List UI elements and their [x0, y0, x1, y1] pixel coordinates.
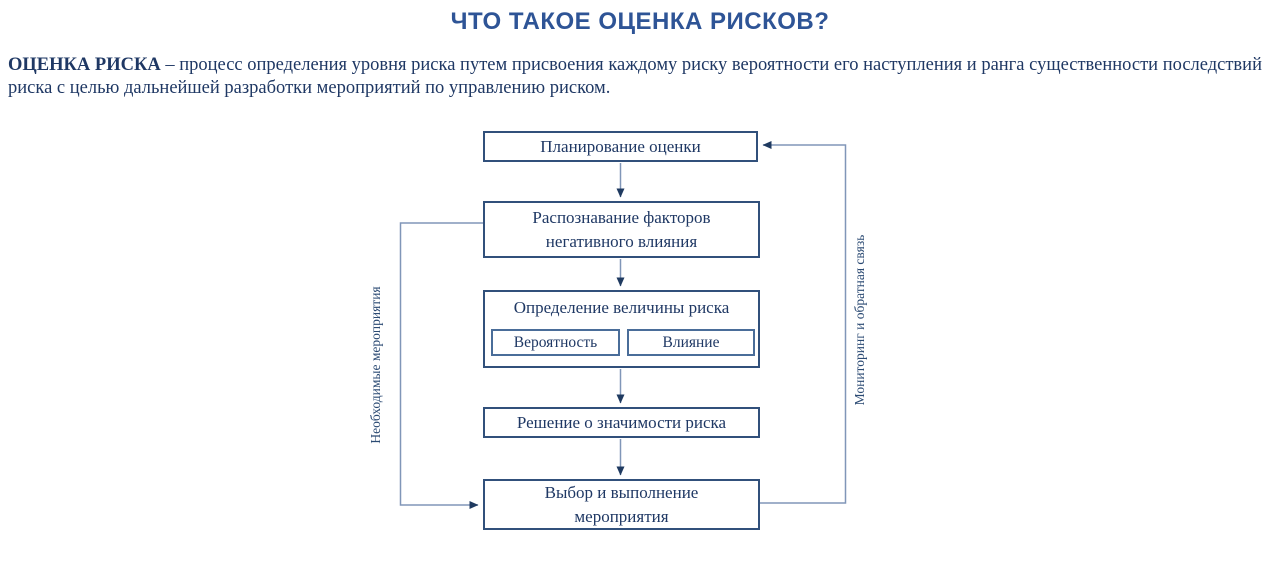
flow-subbox-probability: Вероятность: [491, 329, 620, 356]
page-title: ЧТО ТАКОЕ ОЦЕНКА РИСКОВ?: [450, 8, 830, 35]
flow-subbox-label: Вероятность: [513, 333, 598, 351]
flow-box-label: Планирование оценки: [540, 136, 701, 156]
definition-text: – процесс определения уровня риска путем…: [8, 55, 1262, 98]
left-loop-line: [399, 222, 483, 509]
right-loop-label: Мониторинг и обратная связь: [852, 234, 867, 406]
definition-paragraph: ОЦЕНКА РИСКА – процесс определения уровн…: [8, 54, 1272, 100]
left-loop-label: Необходимые мероприятия: [368, 286, 383, 444]
flow-box-label: Распознавание факторов негативного влиян…: [532, 207, 711, 251]
flow-box-planning: Планирование оценки: [483, 131, 758, 162]
flow-box-identify-factors: Распознавание факторов негативного влиян…: [483, 201, 760, 258]
flow-subbox-label: Влияние: [662, 333, 720, 351]
flow-box-significance-decision: Решение о значимости риска: [483, 407, 760, 438]
right-loop-line: [760, 141, 847, 504]
flow-box-risk-magnitude: Определение величины риска Вероятность В…: [483, 290, 760, 368]
flow-box-label: Решение о значимости риска: [516, 412, 727, 432]
definition-term: ОЦЕНКА РИСКА: [8, 55, 161, 75]
flow-box-label: Определение величины риска: [513, 298, 730, 317]
flow-subbox-impact: Влияние: [627, 329, 755, 356]
flow-box-select-measures: Выбор и выполнение мероприятия: [483, 479, 760, 530]
flow-box-label: Выбор и выполнение мероприятия: [544, 482, 699, 526]
